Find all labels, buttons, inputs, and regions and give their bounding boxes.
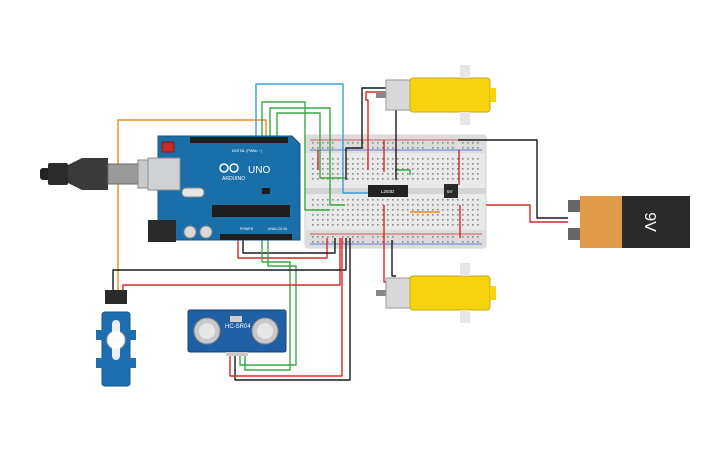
wire-blue-1 xyxy=(255,83,368,194)
wire-red-arduino-5v xyxy=(237,238,328,259)
ultrasonic-label: HC-SR04 xyxy=(225,324,251,330)
wire-green-analog2 xyxy=(239,240,297,366)
regulator-label: 5V xyxy=(447,189,453,194)
wires xyxy=(112,83,568,381)
voltage-regulator[interactable]: 5V xyxy=(444,184,458,198)
wire-servo-signal xyxy=(117,119,267,292)
wire-servo-black xyxy=(112,238,347,292)
arduino-header-analog: ANALOG IN xyxy=(268,227,288,231)
dc-motor-top[interactable] xyxy=(376,65,496,125)
arduino-logo-icon xyxy=(219,163,239,173)
arduino-brand: ARDUINO xyxy=(222,176,245,182)
wire-servo-red xyxy=(122,238,341,292)
arduino-uno-board[interactable]: ARDUINO UNO DIGITAL (PWM= ~) POWER ANALO… xyxy=(147,135,301,242)
wire-red-battery xyxy=(486,204,568,223)
wire-us-black xyxy=(234,238,351,381)
usb-cable xyxy=(40,158,159,190)
arduino-header-digital: DIGITAL (PWM= ~) xyxy=(232,149,262,153)
arduino-model: UNO xyxy=(248,165,270,176)
wire-us-red xyxy=(229,238,343,377)
battery-label: 9V xyxy=(641,212,658,232)
battery-9v[interactable]: 9V xyxy=(568,196,690,248)
arduino-header-power: POWER xyxy=(240,227,254,231)
ultrasonic-sensor[interactable]: HC-SR04 xyxy=(187,309,287,356)
wire-green-analog1 xyxy=(244,240,291,371)
dc-motor-bottom[interactable] xyxy=(376,263,496,323)
wire-green-ic xyxy=(395,169,411,175)
driver-ic-label: L293D xyxy=(381,189,395,194)
wire-black-battery xyxy=(458,139,568,219)
servo-motor[interactable] xyxy=(96,290,136,387)
wire-green-3 xyxy=(276,112,345,179)
breadboard-holes xyxy=(312,142,479,243)
l293d-driver-ic[interactable]: L293D xyxy=(368,185,408,197)
wire-motor2-black xyxy=(391,240,396,277)
wire-green-1 xyxy=(261,101,330,211)
wire-motor1-black xyxy=(345,87,392,180)
wire-green-2 xyxy=(269,107,345,206)
wire-black-arduino-gnd xyxy=(242,238,336,254)
